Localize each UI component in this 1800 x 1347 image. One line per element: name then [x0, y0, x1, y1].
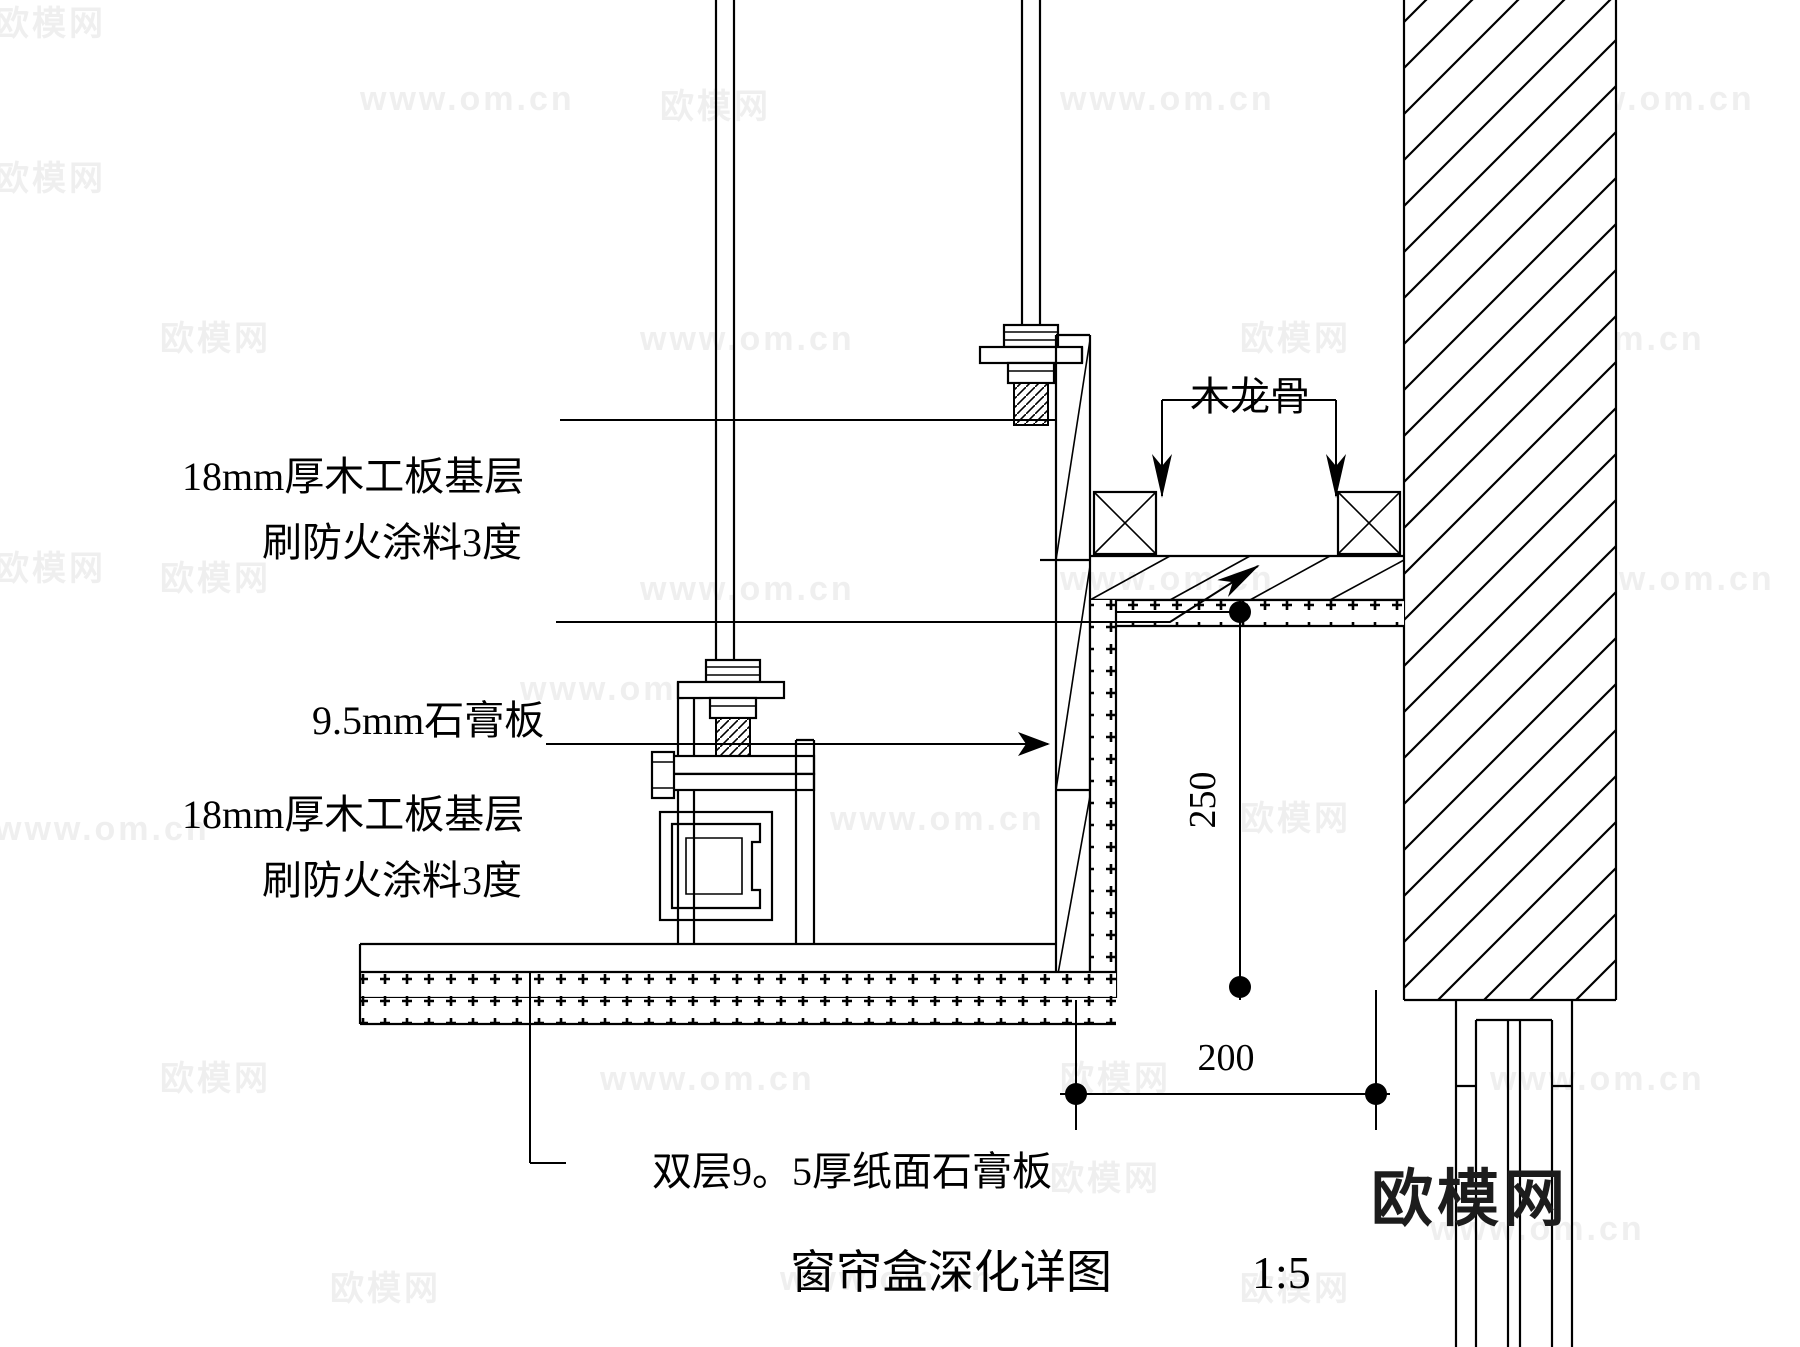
watermark-url: www.om.cn [1059, 560, 1275, 598]
dimension-vertical-250: 250 [1116, 600, 1251, 1000]
hanger-rod-left [714, 0, 736, 660]
watermark-url: www.om.cn [359, 80, 575, 118]
label-mid-board-line2: 刷防火涂料3度 [262, 858, 522, 903]
label-wood-keel: 木龙骨 [1190, 374, 1310, 419]
window-frame [1454, 1000, 1574, 1347]
watermark-url: www.om.cn [779, 1260, 995, 1298]
watermark-brand: 欧模网 [0, 550, 106, 588]
leader-lines [529, 399, 1346, 1164]
watermark-url: www.om.cn [1429, 1210, 1645, 1248]
watermark-brand: 欧模网 [1240, 800, 1351, 838]
dimension-horizontal-200: 200 [1060, 990, 1390, 1130]
watermark-brand: 欧模网 [1240, 1270, 1351, 1308]
curtain-rail-assembly [650, 738, 816, 944]
gypsum-ceiling-double-layer [358, 970, 1116, 1026]
hanger-rod-right [1020, 0, 1042, 325]
plywood-vertical-board [1040, 333, 1092, 986]
annotation-labels: 18mm厚木工板基层 刷防火涂料3度 9.5mm石膏板 18mm厚木工板基层 刷… [182, 374, 1310, 1194]
watermark-brand: 欧模网 [1050, 1160, 1161, 1198]
wall-structure [1402, 0, 1618, 1002]
label-gypsum-9-5: 9.5mm石膏板 [312, 698, 544, 743]
brand-watermark-text: 欧模网 [1371, 1165, 1569, 1234]
watermark-brand: 欧模网 [330, 1270, 441, 1308]
watermark-brand: 欧模网 [1240, 320, 1351, 358]
watermark-brand: 欧模网 [0, 5, 106, 43]
watermark-brand: 欧模网 [160, 1060, 271, 1098]
watermark-brand: 欧模网 [160, 560, 271, 598]
label-double-gypsum: 双层9。5厚纸面石膏板 [652, 1149, 1052, 1194]
curtain-track-hanger [676, 658, 786, 944]
watermark-url: www.om.cn [1489, 1060, 1705, 1098]
watermark-brand: 欧模网 [160, 320, 271, 358]
label-top-board-line1: 18mm厚木工板基层 [182, 454, 524, 499]
watermark-url: www.om.cn [639, 320, 855, 358]
drawing-scale: 1:5 [1252, 1247, 1311, 1298]
label-mid-board-line1: 18mm厚木工板基层 [182, 792, 524, 837]
brand-watermark-main: 欧模网 [1371, 1165, 1569, 1234]
dimension-200-text: 200 [1198, 1037, 1255, 1079]
wood-keel-block-left [1092, 490, 1158, 556]
wood-keel-block-right [1336, 490, 1402, 556]
watermark-brand: 欧模网 [660, 88, 771, 126]
watermark-url: www.om.cn [599, 1060, 815, 1098]
watermark-url: www.om.cn [1059, 80, 1275, 118]
hanger-bracket-upper [978, 323, 1084, 426]
drawing-title: 窗帘盒深化详图 [790, 1247, 1112, 1298]
label-top-board-line2: 刷防火涂料3度 [262, 520, 522, 565]
dimension-250-text: 250 [1182, 772, 1224, 829]
watermark-url: www.om.cn [829, 800, 1045, 838]
watermark-url: www.om.cn [639, 570, 855, 608]
gypsum-layer-vertical [1088, 600, 1118, 998]
title-block: 窗帘盒深化详图 1:5 [790, 1247, 1311, 1298]
watermark-brand: 欧模网 [0, 160, 106, 198]
watermark-url: www.om.cn [0, 810, 210, 848]
